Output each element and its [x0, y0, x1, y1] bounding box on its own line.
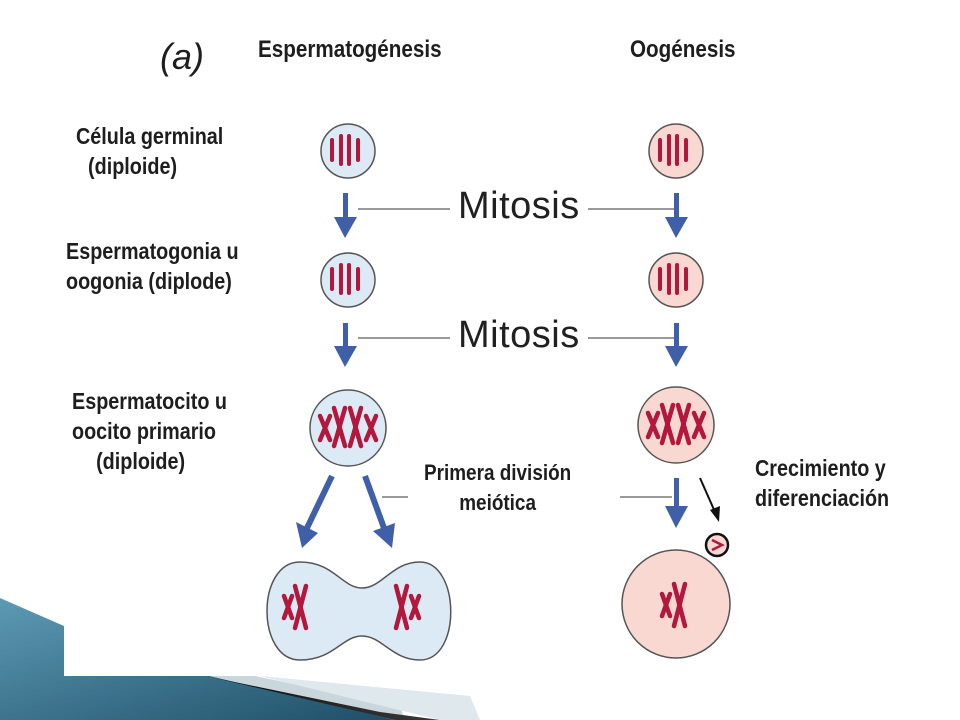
arrow-down-left-1 [334, 217, 357, 238]
secondary-oocyte-cell [621, 549, 731, 659]
column-heading-oogenesis: Oogénesis [630, 36, 736, 63]
arrow-down-right-3 [665, 506, 688, 528]
primary-oocyte-cell [637, 386, 715, 464]
row-label-spermatogonia: Espermatogonia u oogonia (diplode) [66, 236, 239, 296]
arrow-down-right-1 [665, 217, 688, 238]
spermatogonia-cell [320, 252, 376, 308]
growth-arrow [699, 477, 720, 522]
row-label-germ-cell: Célula germinal (diploide) [76, 121, 223, 181]
slide-decoration [0, 598, 480, 720]
row-label-line: Célula germinal [76, 123, 224, 149]
row-label-line: Espermatocito u [72, 388, 227, 414]
growth-label-line: diferenciación [755, 485, 890, 511]
mitosis-label-1: Mitosis [450, 185, 588, 228]
split-arrows [296, 474, 395, 548]
meiosis-label-line: Primera división [424, 460, 572, 485]
row-label-primary-spermatocyte: Espermatocito u oocito primario (diploid… [72, 386, 227, 476]
meiosis-label: Primera división meiótica [424, 458, 571, 518]
row-label-line: oocito primario [72, 418, 216, 444]
row-label-line: (diploide) [88, 153, 178, 179]
panel-letter: (a) [160, 36, 204, 77]
column-heading-spermatogenesis: Espermatogénesis [258, 36, 442, 63]
row-label-line: oogonia (diplode) [66, 268, 232, 294]
arrow-down-right-2 [665, 346, 688, 367]
oogonia-cell [648, 252, 704, 308]
row-label-line: Espermatogonia u [66, 238, 239, 264]
dividing-spermatocyte-cell [266, 561, 452, 661]
mitosis-label-2: Mitosis [450, 314, 588, 357]
polar-body [704, 532, 730, 558]
growth-label: Crecimiento y diferenciación [755, 453, 889, 513]
meiosis-label-line: meiótica [459, 490, 536, 515]
primary-spermatocyte-cell [309, 389, 387, 467]
arrow-down-left-2 [334, 346, 357, 367]
row-label-line: (diploide) [96, 448, 186, 474]
growth-label-line: Crecimiento y [755, 455, 886, 481]
germ-cell-sperm [320, 123, 376, 179]
germ-cell-oocyte [648, 123, 704, 179]
arrows [334, 193, 688, 528]
